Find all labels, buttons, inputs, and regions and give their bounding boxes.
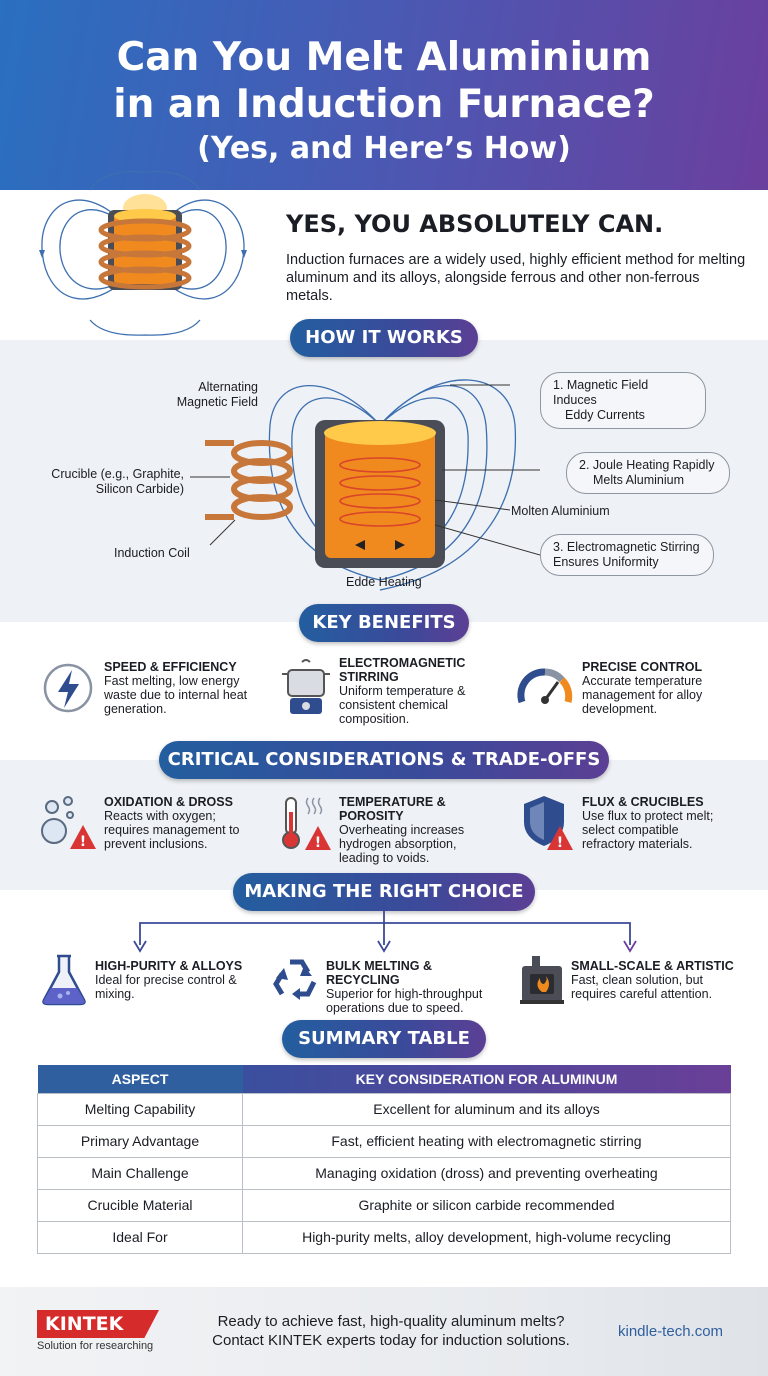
induction-diagram (190, 379, 540, 591)
table-cell: Main Challenge (37, 1156, 243, 1190)
table-row: Primary Advantage Fast, efficient heatin… (37, 1124, 731, 1158)
intro-body: Induction furnaces are a widely used, hi… (286, 252, 746, 304)
key-benefits-title: KEY BENEFITS (299, 604, 469, 642)
intro-heading: YES, YOU ABSOLUTELY CAN. (286, 210, 664, 238)
flask-icon (42, 954, 86, 1006)
choice-small-scale: SMALL-SCALE & ARTISTIC Fast, clean solut… (571, 959, 734, 1001)
title-line-1: Can You Melt Aluminium (116, 35, 652, 80)
step-3-callout: 3. Electromagnetic Stirring Ensures Unif… (540, 534, 714, 576)
table-cell: Managing oxidation (dross) and preventin… (242, 1156, 731, 1190)
svg-text:!: ! (80, 834, 86, 850)
table-cell: Graphite or silicon carbide recommended (242, 1188, 731, 1222)
title-line-2: in an Induction Furnace? (113, 82, 655, 127)
table-row: Crucible Material Graphite or silicon ca… (37, 1188, 731, 1222)
label-alternating-field: Alternating Magnetic Field (176, 380, 258, 409)
label-induction-coil: Induction Coil (114, 546, 190, 560)
stirrer-icon (282, 659, 330, 714)
induction-furnace-icon (39, 170, 247, 336)
choice-title: MAKING THE RIGHT CHOICE (233, 873, 535, 911)
table-row: Melting Capability Excellent for aluminu… (37, 1092, 731, 1126)
table-cell: Primary Advantage (37, 1124, 243, 1158)
svg-text:!: ! (557, 835, 563, 851)
bubbles-warning-icon: ! (41, 796, 96, 850)
table-cell: Fast, efficient heating with electromagn… (242, 1124, 731, 1158)
website-link[interactable]: kindle-tech.com (618, 1323, 724, 1340)
shield-warning-icon: ! (524, 796, 573, 851)
summary-table: ASPECT KEY CONSIDERATION FOR ALUMINUM Me… (37, 1065, 731, 1254)
consideration-temperature: TEMPERATURE & POROSITY Overheating incre… (339, 795, 465, 865)
table-cell: Excellent for aluminum and its alloys (242, 1092, 731, 1126)
lightning-icon (43, 663, 93, 713)
hero-banner: Can You Melt Aluminium in an Induction F… (0, 0, 768, 190)
considerations-title: CRITICAL CONSIDERATIONS & TRADE-OFFS (159, 741, 609, 779)
benefit-stirring: ELECTROMAGNETIC STIRRING Uniform tempera… (339, 656, 466, 726)
column-header-consideration: KEY CONSIDERATION FOR ALUMINUM (242, 1065, 731, 1093)
considerations-section (0, 760, 768, 890)
benefit-speed: SPEED & EFFICIENCY Fast melting, low ene… (104, 660, 248, 716)
column-header-aspect: ASPECT (37, 1065, 243, 1093)
table-cell: Crucible Material (37, 1188, 243, 1222)
recycle-icon (273, 959, 317, 1000)
table-cell: Ideal For (37, 1220, 243, 1254)
thermometer-warning-icon: ! (282, 797, 331, 851)
furnace-icon (520, 956, 564, 1004)
svg-text:!: ! (315, 835, 321, 851)
label-eddy-heating: Edde Heating (346, 575, 422, 589)
label-molten-aluminium: Molten Aluminium (511, 504, 610, 518)
kintek-logo: KINTEK (37, 1310, 159, 1338)
footer-cta: Ready to achieve fast, high-quality alum… (212, 1313, 570, 1349)
page-subtitle: (Yes, and Here’s How) (197, 131, 571, 166)
table-cell: High-purity melts, alloy development, hi… (242, 1220, 731, 1254)
choice-high-purity: HIGH-PURITY & ALLOYS Ideal for precise c… (95, 959, 243, 1001)
choice-bulk-melting: BULK MELTING & RECYCLING Superior for hi… (326, 959, 483, 1015)
step-2-callout: 2. Joule Heating Rapidly Melts Aluminium (566, 452, 730, 494)
table-cell: Melting Capability (37, 1092, 243, 1126)
table-row: Ideal For High-purity melts, alloy devel… (37, 1220, 731, 1254)
label-crucible: Crucible (e.g., Graphite, Silicon Carbid… (51, 467, 184, 496)
how-it-works-title: HOW IT WORKS (290, 319, 478, 357)
consideration-flux: FLUX & CRUCIBLES Use flux to protect mel… (582, 795, 714, 851)
table-row: Main Challenge Managing oxidation (dross… (37, 1156, 731, 1190)
gauge-icon (517, 668, 573, 704)
consideration-oxidation: OXIDATION & DROSS Reacts with oxygen; re… (104, 795, 240, 851)
step-1-callout: 1. Magnetic Field Induces Eddy Currents (540, 372, 706, 429)
summary-table-title: SUMMARY TABLE (282, 1020, 486, 1058)
page-title: Can You Melt Aluminium in an Induction F… (0, 0, 768, 128)
table-header-row: ASPECT KEY CONSIDERATION FOR ALUMINUM (37, 1065, 731, 1093)
benefit-control: PRECISE CONTROL Accurate temperature man… (582, 660, 703, 716)
choice-connector-lines (133, 905, 637, 953)
brand-tagline: Solution for researching (37, 1340, 154, 1352)
